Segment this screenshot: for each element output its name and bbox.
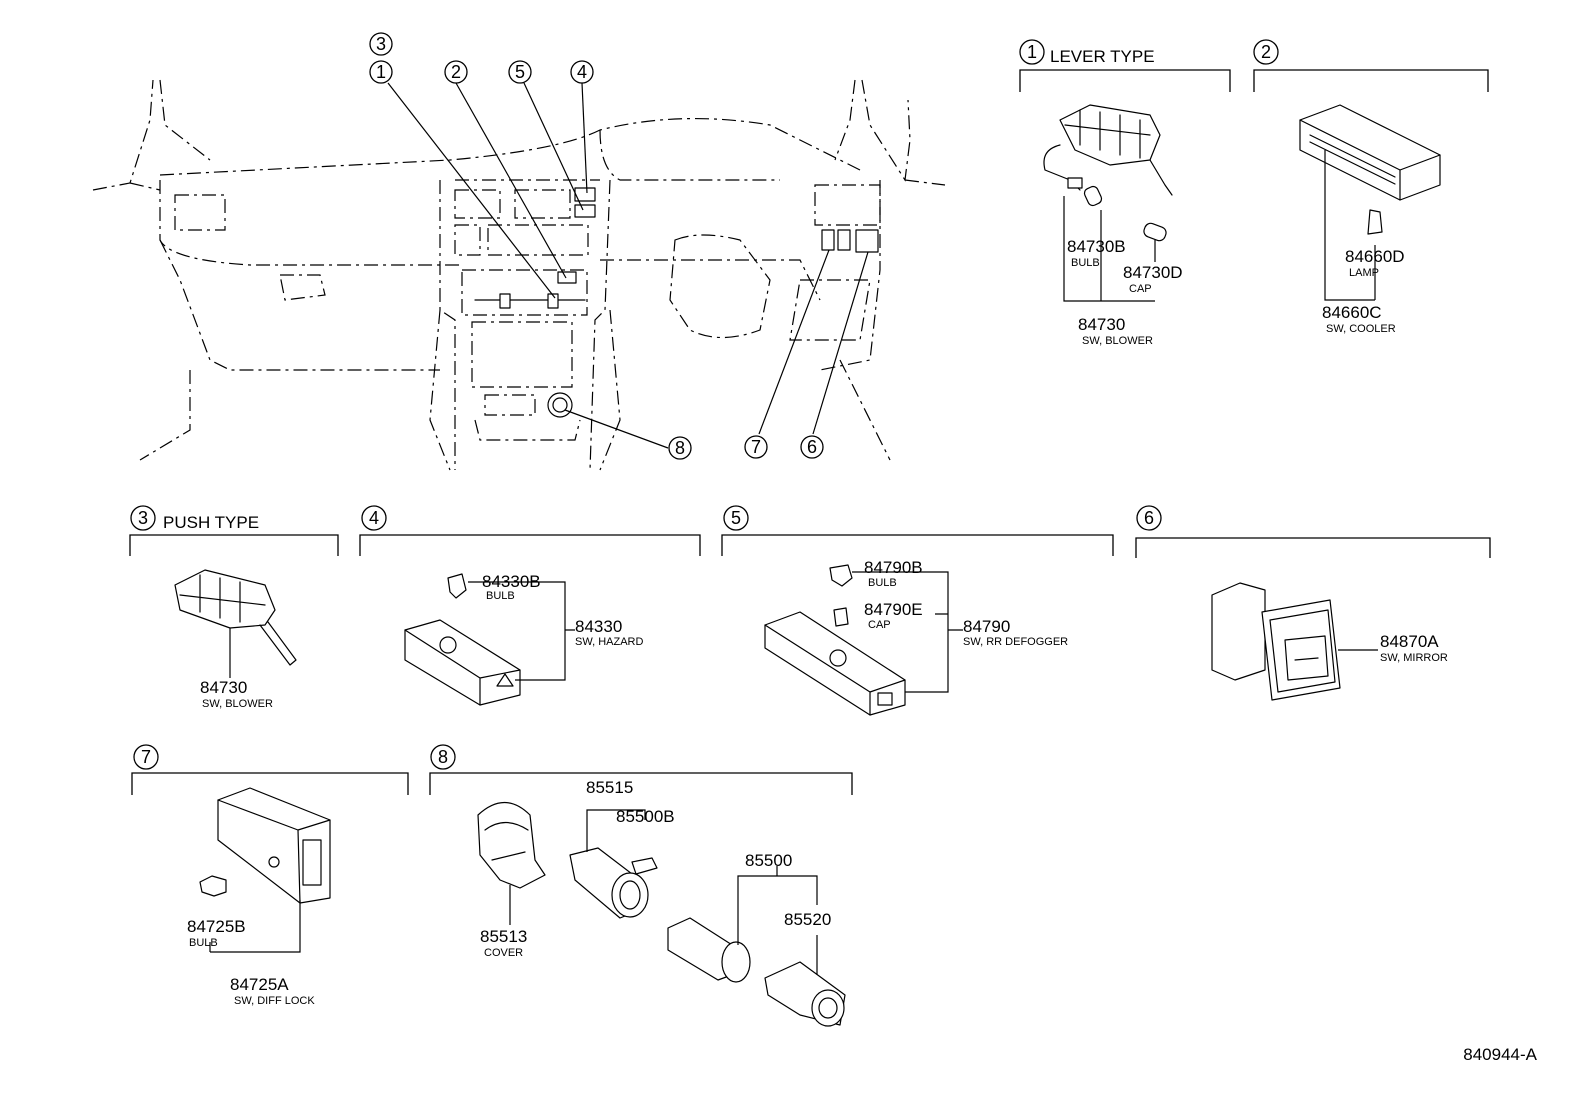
part-84790B: 84790B BULB: [864, 558, 923, 589]
callout-6-top: 6: [800, 435, 824, 459]
svg-text:85500B: 85500B: [616, 807, 675, 826]
section-7-diff-lock: 7 84725B BULB 84725A SW, DIFF LOCK: [131, 744, 409, 1007]
diagram-id: 840944-A: [1463, 1045, 1537, 1064]
svg-text:85515: 85515: [586, 778, 633, 797]
svg-text:2: 2: [1261, 42, 1271, 62]
svg-text:BULB: BULB: [1071, 257, 1100, 269]
part-84330: 84330 SW, HAZARD: [575, 617, 644, 648]
svg-text:7: 7: [751, 437, 761, 457]
svg-text:4: 4: [369, 508, 379, 528]
svg-text:CAP: CAP: [1129, 283, 1152, 295]
svg-text:COVER: COVER: [484, 947, 523, 959]
svg-text:BULB: BULB: [189, 937, 218, 949]
svg-text:84870A: 84870A: [1380, 632, 1439, 651]
part-84660C: 84660C SW, COOLER: [1322, 303, 1396, 335]
section-8-lighter: 8 85513 COVER 85515 85500B 85500: [429, 744, 853, 1027]
svg-text:85513: 85513: [480, 927, 527, 946]
part-84730-lever: 84730 SW, BLOWER: [1078, 315, 1153, 347]
svg-text:BULB: BULB: [868, 577, 897, 589]
svg-text:84330: 84330: [575, 617, 622, 636]
section-1-lever-type: 1 LEVER TYPE 84730B BULB 84730D CAP 8473…: [1019, 39, 1231, 347]
part-84660D: 84660D LAMP: [1345, 247, 1405, 279]
section-2-cooler: 2 84660D LAMP 84660C SW, COOLER: [1253, 39, 1489, 335]
dashboard-overview: 3 1 2 5 4 8 7 6: [92, 32, 946, 471]
svg-text:6: 6: [807, 437, 817, 457]
svg-text:5: 5: [731, 508, 741, 528]
svg-text:84730: 84730: [1078, 315, 1125, 334]
svg-text:CAP: CAP: [868, 619, 891, 631]
callout-4-top: 4: [570, 60, 594, 84]
section-6-mirror: 6 84870A SW, MIRROR: [1135, 505, 1491, 701]
section-title: PUSH TYPE: [163, 513, 259, 532]
callout-7-top: 7: [744, 435, 768, 459]
part-85500: 85500: [745, 851, 792, 870]
part-84730-push: 84730 SW, BLOWER: [200, 678, 273, 710]
svg-text:2: 2: [451, 62, 461, 82]
part-84730D: 84730D CAP: [1123, 263, 1183, 295]
svg-text:LAMP: LAMP: [1349, 267, 1379, 279]
part-84330B: 84330B BULB: [482, 572, 541, 602]
section-4-hazard: 4 84330B BULB 84330 SW, HAZARD: [359, 505, 701, 706]
svg-text:84660C: 84660C: [1322, 303, 1382, 322]
part-85513: 85513 COVER: [480, 927, 527, 959]
part-84730B: 84730B BULB: [1067, 237, 1126, 269]
callout-5-top: 5: [508, 60, 532, 84]
svg-text:8: 8: [675, 438, 685, 458]
svg-text:BULB: BULB: [486, 590, 515, 602]
svg-text:7: 7: [141, 747, 151, 767]
svg-text:84730B: 84730B: [1067, 237, 1126, 256]
svg-text:84790: 84790: [963, 617, 1010, 636]
part-85520: 85520: [784, 910, 831, 929]
callout-8-top: 8: [668, 436, 692, 460]
part-84725A: 84725A SW, DIFF LOCK: [230, 975, 315, 1007]
svg-text:SW, BLOWER: SW, BLOWER: [202, 698, 273, 710]
svg-text:5: 5: [515, 62, 525, 82]
part-84790: 84790 SW, RR DEFOGGER: [963, 617, 1068, 648]
svg-text:4: 4: [577, 62, 587, 82]
section-5-rr-defogger: 5 84790B BULB 84790E CAP 84790 SW, RR DE…: [721, 505, 1114, 716]
svg-text:84725B: 84725B: [187, 917, 246, 936]
svg-text:84330B: 84330B: [482, 572, 541, 591]
svg-text:SW, RR DEFOGGER: SW, RR DEFOGGER: [963, 636, 1068, 648]
callout-1-top: 1: [369, 60, 393, 84]
svg-text:84730D: 84730D: [1123, 263, 1183, 282]
svg-text:85520: 85520: [784, 910, 831, 929]
svg-text:1: 1: [1027, 42, 1037, 62]
svg-text:6: 6: [1144, 508, 1154, 528]
section-title: LEVER TYPE: [1050, 47, 1155, 66]
svg-text:1: 1: [376, 62, 386, 82]
section-3-push-type: 3 PUSH TYPE 84730 SW, BLOWER: [129, 505, 339, 710]
part-85500B: 85500B: [616, 807, 675, 826]
part-84725B: 84725B BULB: [187, 917, 246, 949]
callout-2-top: 2: [444, 60, 468, 84]
svg-text:84725A: 84725A: [230, 975, 289, 994]
part-84790E: 84790E CAP: [864, 600, 923, 631]
svg-text:3: 3: [376, 34, 386, 54]
svg-text:SW, HAZARD: SW, HAZARD: [575, 636, 644, 648]
svg-text:SW, MIRROR: SW, MIRROR: [1380, 652, 1448, 664]
svg-text:85500: 85500: [745, 851, 792, 870]
svg-text:84660D: 84660D: [1345, 247, 1405, 266]
svg-text:SW, COOLER: SW, COOLER: [1326, 323, 1396, 335]
svg-text:8: 8: [438, 747, 448, 767]
svg-text:3: 3: [138, 508, 148, 528]
svg-text:SW, BLOWER: SW, BLOWER: [1082, 335, 1153, 347]
part-84870A: 84870A SW, MIRROR: [1380, 632, 1448, 664]
part-85515: 85515: [586, 778, 633, 797]
callout-3-top: 3: [369, 32, 393, 56]
svg-text:84790B: 84790B: [864, 558, 923, 577]
svg-text:SW, DIFF LOCK: SW, DIFF LOCK: [234, 995, 315, 1007]
svg-text:84790E: 84790E: [864, 600, 923, 619]
svg-text:84730: 84730: [200, 678, 247, 697]
